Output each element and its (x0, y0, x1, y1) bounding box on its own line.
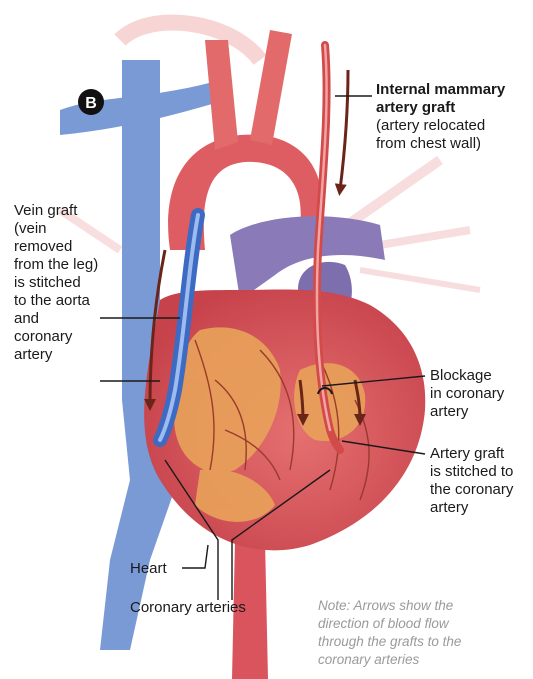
note-line-2: direction of blood flow (318, 616, 450, 631)
blockage-line-3: artery (430, 403, 469, 420)
ima-flow-arrow (340, 70, 348, 190)
note-line-4: coronary arteries (318, 652, 420, 667)
vein-line-8: coronary (14, 328, 73, 345)
note-line-1: Arrows show the (353, 598, 454, 613)
coronary-arteries-label: Coronary arteries (130, 599, 246, 616)
svg-text:from chest wall): from chest wall) (376, 135, 481, 152)
vein-line-2: (vein (14, 220, 47, 237)
vein-line-3: removed (14, 238, 72, 255)
panel-badge: B (78, 89, 104, 115)
artery-line-2: is stitched to (430, 463, 513, 480)
blockage-label: Blockage in coronary artery (430, 367, 505, 420)
artery-line-1: Artery graft (430, 445, 505, 462)
vein-line-1: Vein graft (14, 202, 78, 219)
artery-line-4: artery (430, 499, 469, 516)
heart-label: Heart (130, 560, 168, 577)
svg-text:B: B (85, 95, 97, 112)
artery-line-3: the coronary (430, 481, 514, 498)
ima-graft-label: Internal mammary artery graft (artery re… (376, 81, 506, 152)
vein-line-5: is stitched (14, 274, 81, 291)
svg-text:Note: Arrows show the: Note: Arrows show the (318, 598, 453, 613)
blockage-line-2: in coronary (430, 385, 505, 402)
ima-line-2: artery graft (376, 99, 455, 116)
vein-line-4: from the leg) (14, 256, 98, 273)
vein-line-6: to the aorta (14, 292, 91, 309)
artery-graft-label: Artery graft is stitched to the coronary… (430, 445, 514, 516)
vein-line-9: artery (14, 346, 53, 363)
note-block: Note: Arrows show the direction of blood… (318, 598, 461, 667)
svg-text:artery graft: artery graft (376, 99, 455, 116)
note-lead: Note: (318, 598, 351, 613)
svg-text:Internal mammary: Internal mammary (376, 81, 506, 98)
svg-text:(artery relocated: (artery relocated (376, 117, 485, 134)
ima-desc-1: (artery relocated (376, 117, 485, 134)
vein-line-7: and (14, 310, 39, 327)
note-line-3: through the grafts to the (318, 634, 461, 649)
blockage-line-1: Blockage (430, 367, 492, 384)
ima-desc-2: from chest wall) (376, 135, 481, 152)
ima-line-1: Internal mammary (376, 81, 506, 98)
